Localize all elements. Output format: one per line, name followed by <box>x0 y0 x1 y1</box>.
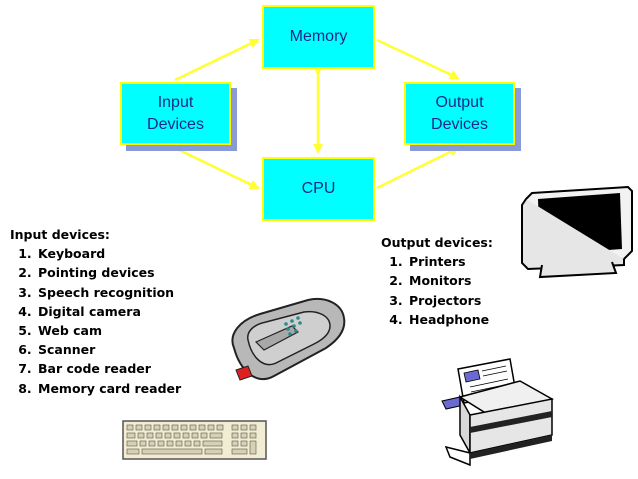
output-devices-box: Output Devices <box>404 82 515 145</box>
printer-icon <box>441 358 554 467</box>
list-item: Bar code reader <box>36 359 181 378</box>
cpu-label: CPU <box>301 180 336 197</box>
output-devices-heading: Output devices: <box>381 235 493 250</box>
arrow-memory-to-output <box>376 38 460 80</box>
list-item: Scanner <box>36 340 181 359</box>
output-devices-label: Output Devices <box>431 93 488 133</box>
list-item: Printers <box>407 252 493 271</box>
input-devices-label: Input Devices <box>147 93 204 133</box>
arrow-input-to-cpu <box>174 146 260 190</box>
list-item: Headphone <box>407 310 493 329</box>
mouse-icon <box>231 298 346 381</box>
arrow-cpu-to-output <box>376 146 460 190</box>
input-devices-list: Input devices: Keyboard Pointing devices… <box>10 225 181 398</box>
memory-box: Memory <box>262 5 375 69</box>
list-item: Digital camera <box>36 302 181 321</box>
input-devices-heading: Input devices: <box>10 227 110 242</box>
cpu-box: CPU <box>262 157 375 221</box>
monitor-icon <box>521 185 633 279</box>
list-item: Speech recognition <box>36 283 181 302</box>
list-item: Projectors <box>407 291 493 310</box>
list-item: Monitors <box>407 271 493 290</box>
keyboard-icon <box>122 420 267 460</box>
list-item: Keyboard <box>36 244 181 263</box>
arrow-input-to-memory <box>174 38 260 82</box>
input-devices-box: Input Devices <box>120 82 231 145</box>
list-item: Memory card reader <box>36 379 181 398</box>
output-devices-list: Output devices: Printers Monitors Projec… <box>381 233 493 329</box>
list-item: Web cam <box>36 321 181 340</box>
list-item: Pointing devices <box>36 263 181 282</box>
memory-label: Memory <box>289 28 348 45</box>
